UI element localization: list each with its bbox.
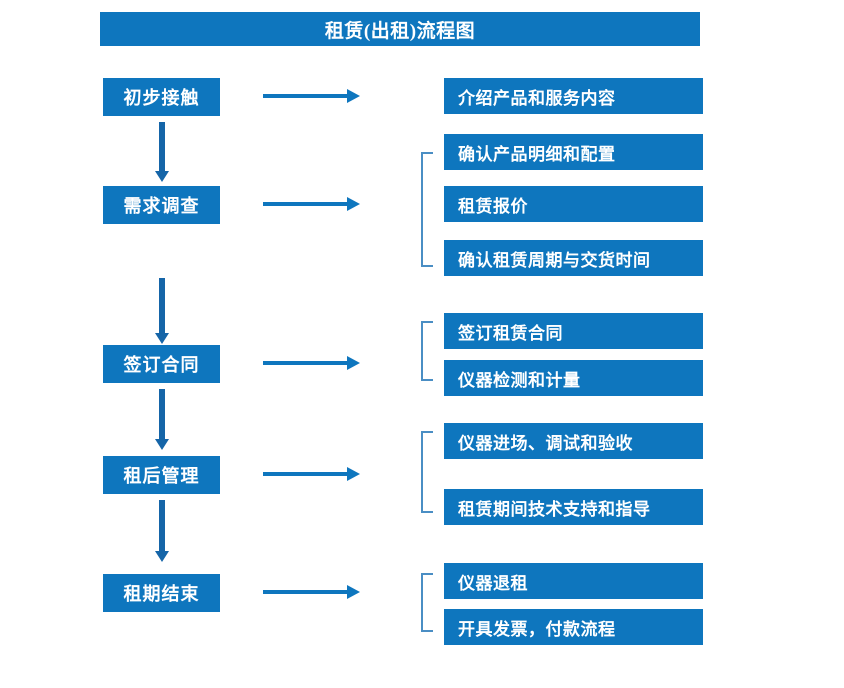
- horizontal-arrow-5: [263, 585, 360, 599]
- arrow-shaft: [159, 278, 165, 333]
- arrow-shaft: [263, 94, 349, 98]
- group-bracket-4: [421, 431, 433, 513]
- detail-box-2[interactable]: 确认产品明细和配置: [444, 134, 703, 170]
- group-bracket-3: [421, 321, 433, 381]
- chart-title: 租赁(出租)流程图: [100, 12, 700, 46]
- arrow-shaft: [159, 500, 165, 551]
- arrow-head: [347, 197, 360, 211]
- detail-box-1[interactable]: 介绍产品和服务内容: [444, 78, 703, 114]
- horizontal-arrow-2: [263, 197, 360, 211]
- arrow-head: [155, 171, 169, 182]
- arrow-shaft: [159, 389, 165, 439]
- stage-box-3[interactable]: 签订合同: [103, 345, 220, 383]
- stage-box-1[interactable]: 初步接触: [103, 78, 220, 116]
- detail-box-9[interactable]: 仪器退租: [444, 563, 703, 599]
- arrow-head: [347, 467, 360, 481]
- stage-box-4[interactable]: 租后管理: [103, 456, 220, 494]
- detail-box-5[interactable]: 签订租赁合同: [444, 313, 703, 349]
- horizontal-arrow-1: [263, 89, 360, 103]
- vertical-arrow-1: [155, 122, 169, 182]
- arrow-shaft: [263, 361, 349, 365]
- detail-box-4[interactable]: 确认租赁周期与交货时间: [444, 240, 703, 276]
- arrow-shaft: [263, 202, 349, 206]
- arrow-head: [155, 439, 169, 450]
- arrow-shaft: [159, 122, 165, 171]
- detail-box-8[interactable]: 租赁期间技术支持和指导: [444, 489, 703, 525]
- arrow-head: [347, 356, 360, 370]
- vertical-arrow-2: [155, 278, 169, 344]
- detail-box-3[interactable]: 租赁报价: [444, 186, 703, 222]
- arrow-head: [155, 333, 169, 344]
- detail-box-10[interactable]: 开具发票，付款流程: [444, 609, 703, 645]
- horizontal-arrow-3: [263, 356, 360, 370]
- stage-box-2[interactable]: 需求调查: [103, 186, 220, 224]
- vertical-arrow-4: [155, 500, 169, 562]
- vertical-arrow-3: [155, 389, 169, 450]
- group-bracket-5: [421, 573, 433, 632]
- horizontal-arrow-4: [263, 467, 360, 481]
- arrow-head: [347, 89, 360, 103]
- stage-box-5[interactable]: 租期结束: [103, 574, 220, 612]
- group-bracket-2: [421, 152, 433, 267]
- detail-box-6[interactable]: 仪器检测和计量: [444, 360, 703, 396]
- arrow-shaft: [263, 590, 349, 594]
- arrow-head: [155, 551, 169, 562]
- arrow-shaft: [263, 472, 349, 476]
- detail-box-7[interactable]: 仪器进场、调试和验收: [444, 423, 703, 459]
- arrow-head: [347, 585, 360, 599]
